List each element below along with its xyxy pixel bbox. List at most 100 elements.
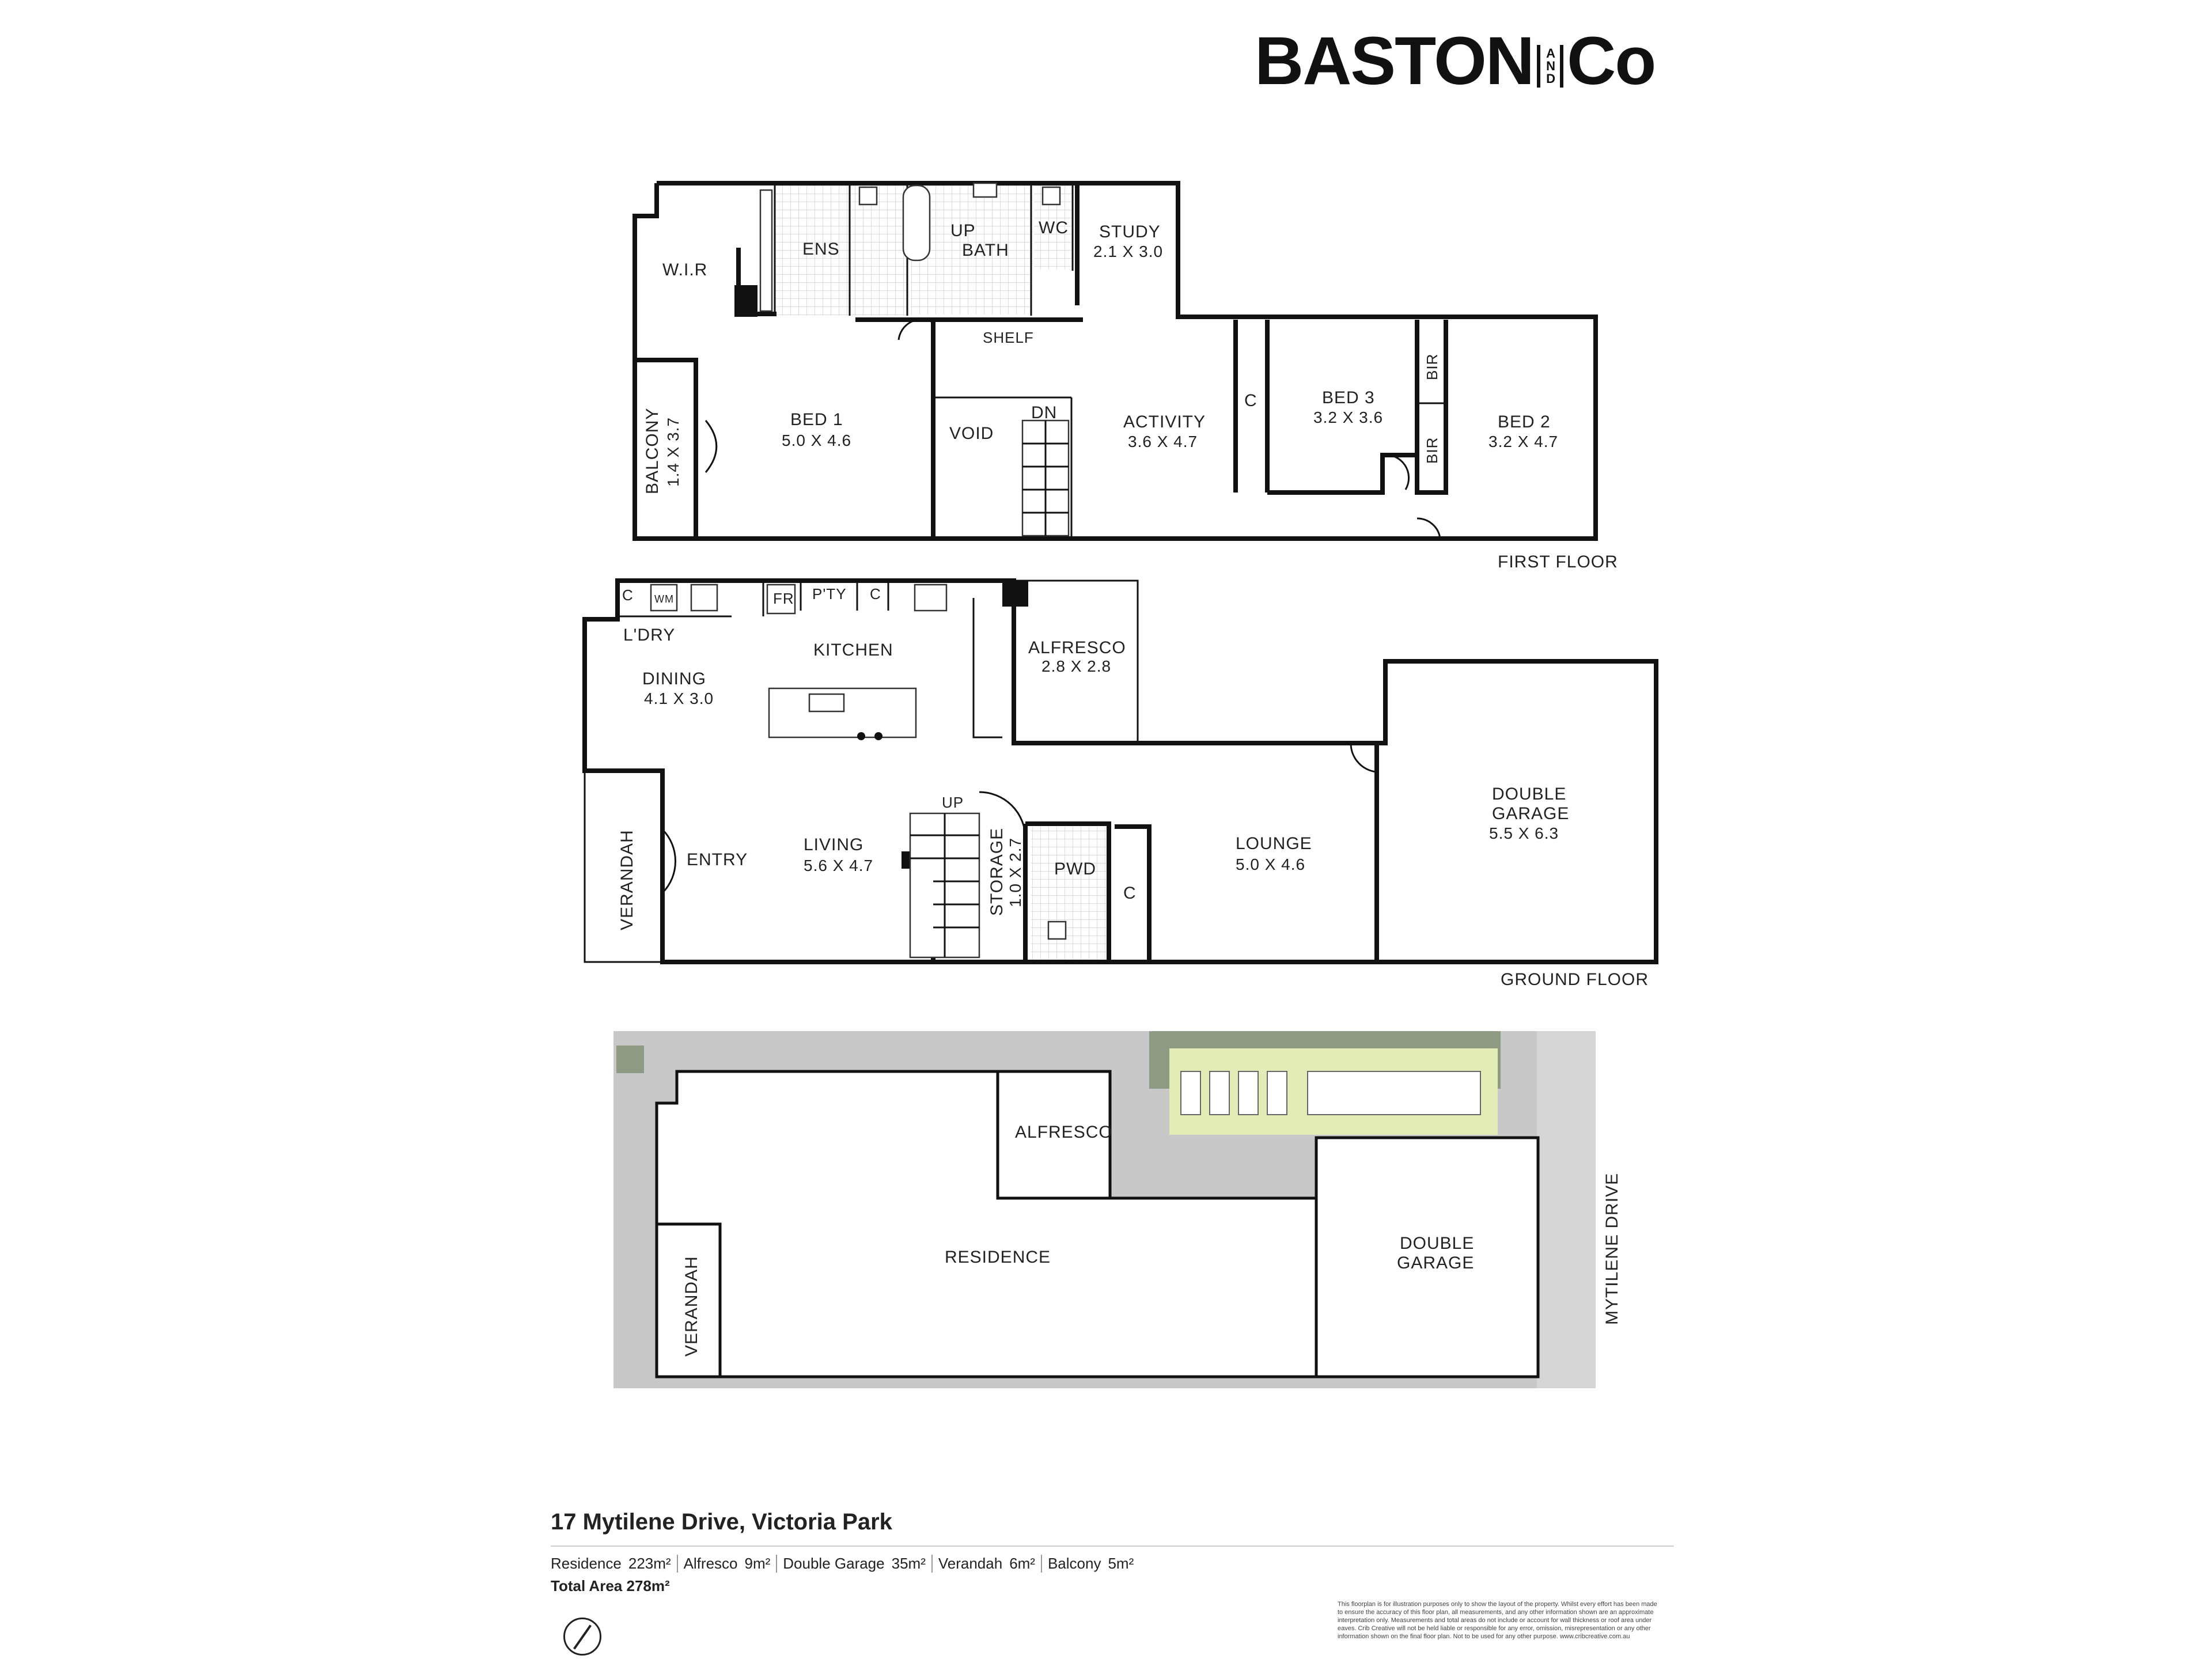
total-area-value: 278m² xyxy=(626,1577,670,1594)
lounge-dim: 5.0 X 4.6 xyxy=(1236,855,1305,873)
alfresco-edge xyxy=(1002,579,1139,743)
wc-label: WC xyxy=(1039,218,1069,237)
pwd-tiles xyxy=(1031,827,1106,959)
bed3-walls xyxy=(1233,320,1417,495)
ground-floor-stairs xyxy=(909,812,980,959)
total-area-label: Total Area xyxy=(551,1577,623,1594)
site-alfresco-label: ALFRESCO xyxy=(1015,1123,1113,1142)
disclaimer-text: This floorplan is for illustration purpo… xyxy=(1338,1601,1657,1640)
ground-up-label: UP xyxy=(942,794,964,811)
brand-right: Co xyxy=(1567,23,1656,99)
storage-dim: 1.0 X 2.7 xyxy=(1006,838,1024,907)
first-floor-west-wall xyxy=(632,183,698,541)
door-swing-storage xyxy=(979,791,1027,839)
bed2-dim: 3.2 X 4.7 xyxy=(1488,433,1558,450)
lounge-label: LOUNGE xyxy=(1236,834,1312,853)
wir-column xyxy=(734,285,757,317)
site-plan: ALFRESCO RESIDENCE VERANDAH DOUBLE GARAG… xyxy=(613,1031,1622,1388)
dn-label: DN xyxy=(1031,403,1057,422)
living-dim: 5.6 X 4.7 xyxy=(804,857,873,874)
entry-label: ENTRY xyxy=(687,850,748,869)
alfresco-dim: 2.8 X 2.8 xyxy=(1041,657,1111,675)
ground-floor-plan: C WM FR P'TY C L'DRY KITCHEN ALFRESCO 2.… xyxy=(582,578,1658,989)
first-floor-label: FIRST FLOOR xyxy=(1498,552,1618,571)
balcony-edge xyxy=(634,183,658,539)
pwd-label: PWD xyxy=(1054,859,1096,878)
footer-divider xyxy=(551,1546,1674,1547)
c3-label: C xyxy=(1123,884,1137,903)
bir-top-label: BIR xyxy=(1423,354,1441,380)
door-swing-balcony xyxy=(704,420,718,473)
site-verandah-label: VERANDAH xyxy=(682,1256,701,1357)
void-label: VOID xyxy=(949,424,994,443)
bath-basin xyxy=(972,182,998,198)
planter-boxes xyxy=(1180,1071,1481,1115)
kitchen-joinery xyxy=(618,581,889,618)
kitchen-wall xyxy=(972,598,1002,738)
cooktop xyxy=(914,584,948,612)
wir-label: W.I.R xyxy=(662,260,707,279)
alfresco-label: ALFRESCO xyxy=(1028,638,1126,657)
garage-label-1: DOUBLE xyxy=(1492,785,1566,804)
door-swing-bed3 xyxy=(1382,454,1410,490)
garage-dim: 5.5 X 6.3 xyxy=(1489,824,1559,842)
activity-dim: 3.6 X 4.7 xyxy=(1128,433,1198,450)
wm-label: WM xyxy=(654,593,674,605)
pty-label: P'TY xyxy=(812,585,847,603)
stool-1 xyxy=(857,732,865,740)
first-floor-stairs xyxy=(1021,419,1070,537)
compass-needle xyxy=(573,1624,592,1650)
living-label: LIVING xyxy=(804,835,863,854)
site-garage-label-2: GARAGE xyxy=(1397,1253,1474,1272)
bathtub xyxy=(902,184,931,262)
stair-void-wall xyxy=(933,396,1073,539)
storage-label: STORAGE xyxy=(987,828,1006,916)
c1-label: C xyxy=(622,586,634,604)
door-swing-bed2 xyxy=(1416,517,1441,539)
garage-label-2: GARAGE xyxy=(1492,804,1569,823)
wc-toilet xyxy=(1041,186,1061,206)
site-garage-label-1: DOUBLE xyxy=(1400,1234,1474,1253)
shelf-label: SHELF xyxy=(983,329,1034,346)
shower-tiles xyxy=(850,183,907,316)
bath-label: BATH xyxy=(962,241,1009,260)
study-label: STUDY xyxy=(1099,222,1161,241)
bed1-label: BED 1 xyxy=(790,410,843,429)
site-residence-label: RESIDENCE xyxy=(945,1248,1051,1267)
alfresco-footprint xyxy=(996,1070,1112,1200)
bed1-dim: 5.0 X 4.6 xyxy=(782,431,851,449)
verge xyxy=(1537,1031,1596,1388)
north-compass-icon xyxy=(563,1618,601,1656)
property-footer: 17 Mytilene Drive, Victoria Park Residen… xyxy=(551,1509,1674,1595)
verandah-footprint xyxy=(655,1222,722,1378)
pwd-toilet xyxy=(1047,921,1067,940)
verandah-edge xyxy=(584,771,662,963)
dining-label: DINING xyxy=(642,669,706,688)
c2-label: C xyxy=(870,585,881,603)
alfresco-column xyxy=(1002,581,1028,607)
stool-2 xyxy=(874,732,882,740)
c-label: C xyxy=(1244,391,1257,410)
door-swing-bed1 xyxy=(897,319,934,340)
fridge xyxy=(766,584,796,615)
brand-and: AND xyxy=(1537,44,1564,88)
ens-toilet xyxy=(858,186,878,206)
verandah-label: VERANDAH xyxy=(618,830,637,930)
ground-floor-outer-wall xyxy=(582,578,1658,964)
kitchen-sink xyxy=(808,693,845,713)
door-swing-garage xyxy=(1350,743,1377,773)
total-area: Total Area 278m² xyxy=(551,1577,1674,1595)
ens-label: ENS xyxy=(802,240,840,259)
property-address: 17 Mytilene Drive, Victoria Park xyxy=(551,1509,892,1535)
first-floor-plan: W.I.R ENS UP BATH WC STUDY 2.1 X 3.0 SHE… xyxy=(632,181,1618,571)
bir-walls xyxy=(1415,320,1448,495)
door-swing-entry xyxy=(661,828,676,894)
ens-vanity xyxy=(759,189,773,312)
brand-left: BASTON xyxy=(1255,23,1535,99)
